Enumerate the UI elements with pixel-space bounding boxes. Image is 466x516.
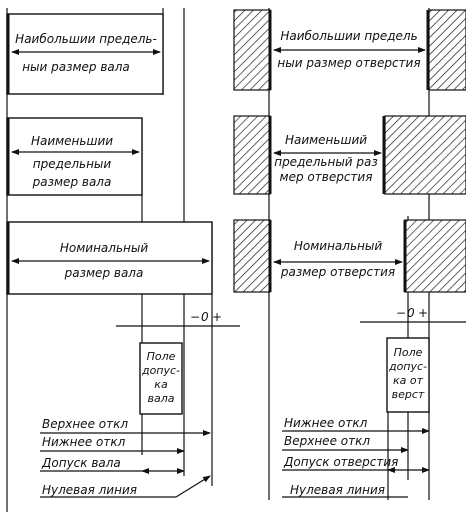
hole-plus-sign: + bbox=[418, 306, 428, 320]
hole-nominal-label-1: Номинальный bbox=[294, 239, 382, 253]
hole-tol-label-1: Поле bbox=[394, 346, 423, 359]
hole-min-wall-left bbox=[233, 115, 271, 195]
hole-tolerance-label: Допуск отверстия bbox=[283, 455, 398, 469]
shaft-min-label-3: размер вала bbox=[32, 175, 112, 189]
shaft-nominal-rect bbox=[6, 221, 213, 295]
shaft-tol-label-1: Поле bbox=[147, 350, 176, 363]
shaft-min-label-2: предельныи bbox=[33, 157, 112, 171]
shaft-upper-dev-label: Верхнее откл bbox=[42, 417, 128, 431]
shaft-tol-label-3: ка bbox=[154, 378, 168, 391]
shaft-zero-label: Нулевая линия bbox=[42, 483, 137, 497]
shaft-tolerance-label: Допуск вала bbox=[41, 456, 121, 470]
shaft-minus-sign: − bbox=[190, 310, 200, 324]
shaft-plus-sign: + bbox=[212, 310, 222, 324]
hole-nominal-label-2: размер отверстия bbox=[280, 265, 395, 279]
hole-max-wall-left bbox=[233, 9, 271, 91]
shaft-min-label-1: Наименьшии bbox=[31, 134, 113, 148]
hole-panel: Наибольшии предель ныи размер отверстия … bbox=[233, 8, 466, 500]
hole-min-label-3: мер отверстия bbox=[280, 170, 373, 184]
hole-tol-label-4: верст bbox=[392, 388, 425, 401]
shaft-zero-arrow bbox=[175, 475, 211, 498]
hole-tolerance-field bbox=[386, 337, 430, 413]
hole-tol-label-3: ка от bbox=[393, 374, 424, 387]
shaft-nominal-label-1: Номинальный bbox=[60, 241, 148, 255]
shaft-tol-label-4: вала bbox=[148, 392, 175, 405]
hole-zero-mark: 0 bbox=[407, 306, 415, 320]
hole-lower-dev-label: Нижнее откл bbox=[284, 416, 368, 430]
hole-minus-sign: − bbox=[396, 306, 406, 320]
hole-min-wall-right bbox=[384, 115, 466, 195]
hole-max-label-2: ныи размер отверстия bbox=[277, 56, 420, 70]
shaft-tolerance-field bbox=[139, 342, 183, 415]
shaft-max-label-2: ныи размер вала bbox=[22, 60, 130, 74]
hole-min-label-1: Наименьший bbox=[285, 133, 367, 147]
hole-max-wall-right bbox=[428, 9, 466, 91]
hole-zero-label: Нулевая линия bbox=[290, 483, 385, 497]
shaft-nominal-label-2: размер вала bbox=[64, 266, 144, 280]
shaft-lower-dev-label: Нижнее откл bbox=[42, 435, 126, 449]
hole-min-label-2: предельный раз bbox=[274, 155, 378, 169]
shaft-tol-label-2: допус- bbox=[141, 364, 180, 377]
hole-nominal-wall-right bbox=[404, 219, 466, 293]
hole-nominal-wall-left bbox=[233, 219, 271, 293]
shaft-max-label-1: Наибольшии предель- bbox=[15, 32, 157, 46]
hole-tol-label-2: допус- bbox=[388, 360, 427, 373]
hole-max-label-1: Наибольшии предель bbox=[280, 29, 417, 43]
hole-upper-dev-label: Верхнее откл bbox=[284, 434, 370, 448]
shaft-max-rect bbox=[6, 13, 164, 95]
shaft-panel: Наибольшии предель- ныи размер вала Наим… bbox=[6, 8, 240, 512]
shaft-zero-mark: 0 bbox=[201, 310, 209, 324]
